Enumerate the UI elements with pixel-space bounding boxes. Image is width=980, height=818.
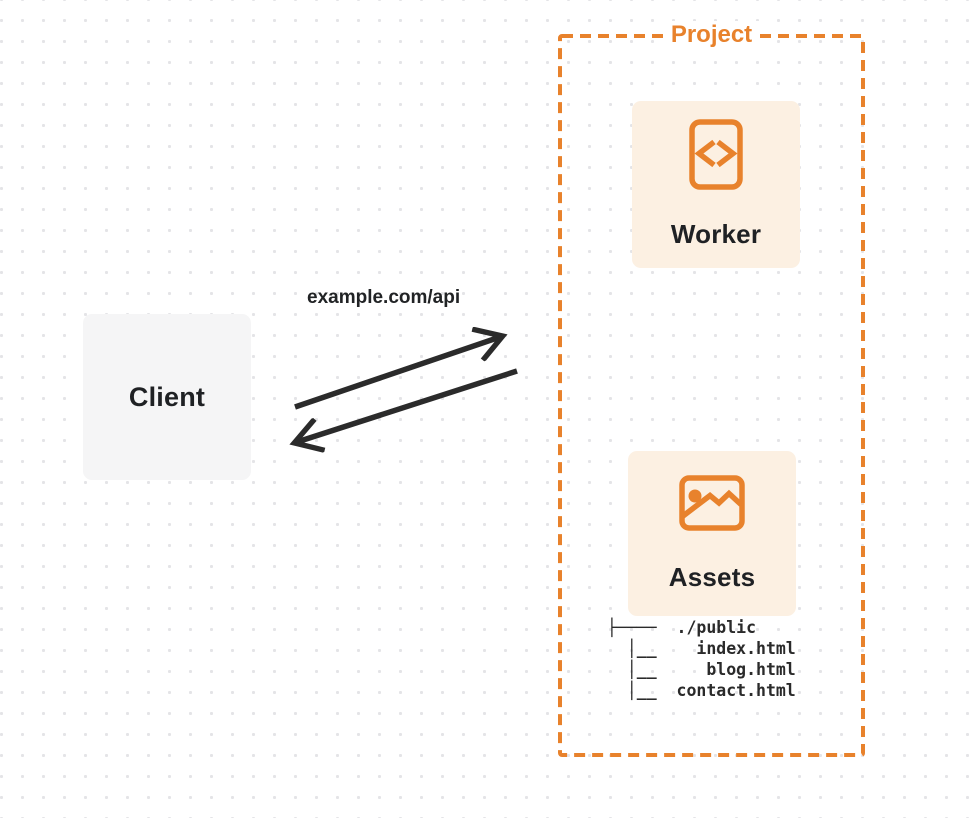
worker-node-label: Worker <box>670 219 762 249</box>
worker-node: Worker <box>632 101 800 268</box>
client-node: Client <box>83 314 251 480</box>
code-file-icon <box>689 119 743 195</box>
project-group: Project <box>560 21 863 49</box>
assets-file-tree: ├──── ./public │__ index.html │__ blog.h… <box>607 618 796 700</box>
assets-node: Assets <box>628 451 796 616</box>
assets-node-label: Assets <box>668 561 756 592</box>
request-url-label: example.com/api <box>307 287 461 308</box>
request-arrow <box>294 337 500 410</box>
image-icon <box>679 474 745 536</box>
project-group-label: Project <box>663 21 760 49</box>
response-arrow <box>297 368 518 442</box>
client-node-label: Client <box>128 381 206 412</box>
